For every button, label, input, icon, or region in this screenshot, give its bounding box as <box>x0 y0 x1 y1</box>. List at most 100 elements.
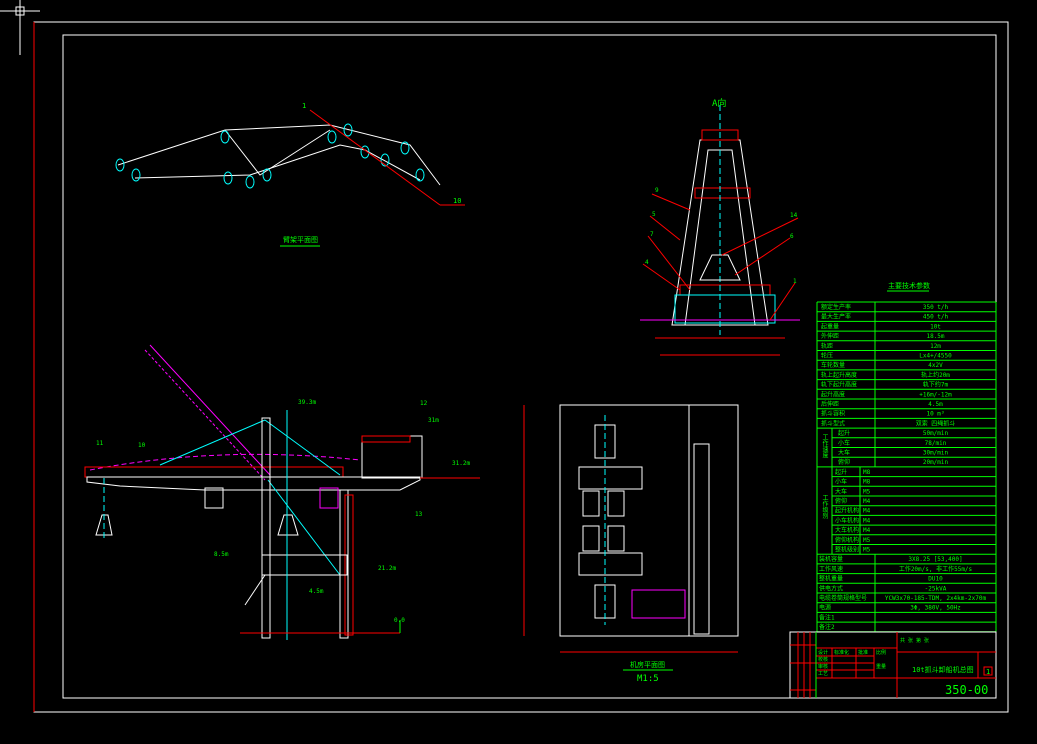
spec-value: 轨上约20m <box>921 371 950 379</box>
spec-label: 轨上起升高度 <box>821 371 857 379</box>
spec-label: 供电方式 <box>819 584 843 592</box>
spec-value: Lx4+/4550 <box>919 353 952 360</box>
class-label: 整机级别 <box>835 546 859 554</box>
level-4-5m: 4.5m <box>309 588 324 595</box>
title-field: 校核 <box>818 656 828 663</box>
spec-label: 外伸距 <box>821 332 839 340</box>
callout-4: 4 <box>645 259 649 266</box>
spec-label: 备注1 <box>819 613 835 621</box>
boom-view-title: 臂架平面图 <box>283 235 318 244</box>
spec-value: 轨下约7m <box>923 381 949 389</box>
class-value: M4 <box>863 498 871 505</box>
class-label: 小车 <box>835 478 847 486</box>
spec-value: 工作20m/s, 非工作55m/s <box>899 565 973 573</box>
spec-value: 18.5m <box>926 333 944 340</box>
spec-value: 3Φ, 380V, 50Hz <box>910 605 961 612</box>
spec-value: 双索 四绳抓斗 <box>916 419 956 427</box>
class-label: 起升机构 <box>835 507 859 515</box>
class-value: M5 <box>863 537 871 544</box>
callout-9: 9 <box>655 187 659 194</box>
crosshair-icon <box>0 0 40 55</box>
callout-1: 1 <box>793 278 797 285</box>
spec-label: 额定生产率 <box>821 303 851 311</box>
class-label: 大车 <box>835 487 847 495</box>
spec-value: 4.5m <box>928 401 943 408</box>
speed-value: 20m/min <box>923 459 949 466</box>
title-field: 共 张 第 张 <box>900 637 929 644</box>
spec-label: 后伸距 <box>821 400 839 408</box>
outer-frame <box>33 21 1009 713</box>
class-value: M4 <box>863 517 871 524</box>
a-view-drawing <box>640 105 800 356</box>
a-view-title: A向 <box>712 97 726 109</box>
title-field: 重量 <box>876 663 886 670</box>
drawing-title: 10t抓斗卸船机总图 <box>912 665 974 674</box>
machine-room-plan <box>523 404 739 653</box>
plan-view-title: 机房平面图 <box>630 660 665 669</box>
class-value: M5 <box>863 547 871 554</box>
speed-value: 78/min <box>925 440 947 447</box>
level-39-3m: 39.3m <box>298 399 316 406</box>
callout-11: 11 <box>96 440 104 447</box>
class-value: M4 <box>863 508 871 515</box>
class-value: M4 <box>863 527 871 534</box>
class-label: 大车机构 <box>835 526 859 534</box>
class-label: 小车机构 <box>835 516 859 524</box>
spec-value: 350 t/h <box>923 304 949 311</box>
title-field: 标准化 <box>834 649 849 656</box>
a-view-callouts <box>642 193 799 321</box>
speed-value: 30m/min <box>923 450 949 457</box>
speed-group-label: 工作速度 <box>821 434 828 459</box>
spec-value: DU10 <box>928 576 943 583</box>
callout-10: 10 <box>138 442 146 449</box>
spec-label: 起升高度 <box>821 390 845 398</box>
spec-label: 车轮数量 <box>821 361 845 369</box>
callout-12: 12 <box>420 400 428 407</box>
class-value: M5 <box>863 488 871 495</box>
spec-value: 450 t/h <box>923 314 949 321</box>
class-value: M8 <box>863 479 871 486</box>
level-21-2m: 21.2m <box>378 565 396 572</box>
spec-label: 轮压 <box>821 352 833 360</box>
spec-label: 最大生产率 <box>821 313 851 321</box>
class-value: M8 <box>863 469 871 476</box>
spec-label: 备注2 <box>819 623 835 631</box>
speed-label: 大车 <box>838 449 850 457</box>
spec-label: 整机重量 <box>819 575 843 583</box>
class-label: 俯仰机构 <box>835 536 859 544</box>
spec-label: 轨距 <box>821 342 833 350</box>
boom-plan-view <box>115 109 465 206</box>
spec-label: 抓斗容积 <box>821 410 845 418</box>
level-31-2m: 31.2m <box>452 460 470 467</box>
level-8-5m: 8.5m <box>214 551 229 558</box>
boom-callout-1: 1 <box>302 102 306 110</box>
sheet-number: 1 <box>986 668 990 676</box>
boom-callout-10: 10 <box>453 197 461 205</box>
title-field: 批准 <box>858 649 868 656</box>
spec-value: 10 m³ <box>926 411 944 418</box>
title-field: 设计 <box>818 649 828 656</box>
speed-label: 小车 <box>838 439 850 447</box>
plan-view-scale: M1:5 <box>637 674 659 684</box>
level-0-0: 0.0 <box>394 617 405 624</box>
class-label: 俯仰 <box>835 497 847 505</box>
callout-13: 13 <box>415 511 423 518</box>
spec-value: 12m <box>930 343 941 350</box>
class-label: 起升 <box>835 468 847 476</box>
title-field: 审核 <box>818 663 828 670</box>
title-field: 工艺 <box>818 671 828 677</box>
spec-label: 工作风速 <box>819 565 843 573</box>
spec-label: 轨下起升高度 <box>821 381 857 389</box>
spec-table-title: 主要技术参数 <box>888 281 930 290</box>
elevation-drawing <box>84 344 480 640</box>
speed-label: 起升 <box>838 429 850 437</box>
level-31m: 31m <box>428 417 439 424</box>
spec-value: +16m/-12m <box>919 391 952 398</box>
spec-label: 装机容量 <box>819 555 843 563</box>
speed-value: 50m/min <box>923 430 949 437</box>
spec-label: 起重量 <box>821 322 839 330</box>
callout-6: 6 <box>790 233 794 240</box>
callout-14: 14 <box>790 212 798 219</box>
